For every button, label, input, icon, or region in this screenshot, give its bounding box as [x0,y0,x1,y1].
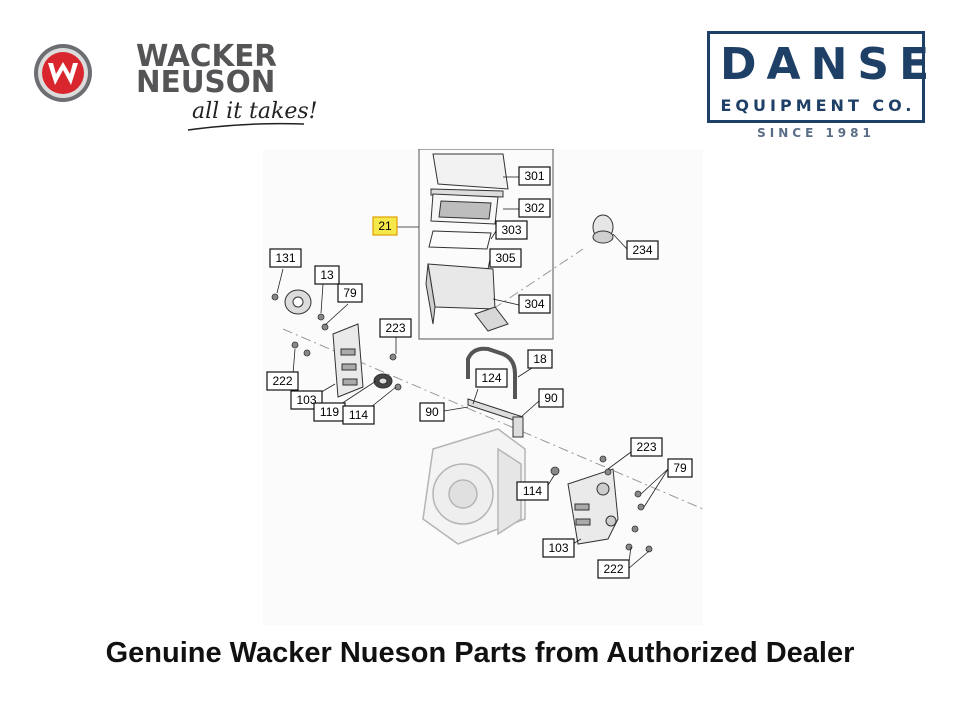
callout-box [597,559,630,579]
callout-label: 304 [524,297,544,311]
callout-label: 234 [632,243,652,257]
callout-box [516,481,549,501]
wacker-neuson-w-icon [34,44,92,102]
air-filter-housing [425,263,509,332]
callout-222: 222 [266,371,299,391]
callout-box [518,198,551,218]
callout-label: 79 [343,286,357,300]
callout-box [630,437,663,457]
axis-line-2 [492,248,584,310]
air-filter-element [430,193,499,225]
callout-103: 103 [542,538,575,558]
danse-logo: DANSE EQUIPMENT CO. [707,31,940,123]
callout-305: 305 [489,248,522,268]
callout-234: 234 [626,240,659,260]
mounting-bracket-right [567,468,619,545]
callout-box [527,349,553,369]
axis-line [282,328,703,510]
callout-119: 119 [313,402,346,422]
callout-box [518,294,551,314]
air-filter-cover [430,153,509,198]
callout-box [269,248,302,268]
callout-box [475,368,508,388]
callout-label: 302 [524,201,544,215]
cable-bracket [467,398,524,438]
callout-label: 131 [275,251,295,265]
air-filter-gasket [428,230,492,250]
callout-124: 124 [475,368,508,388]
callout-label: 103 [548,541,568,555]
callout-box [314,265,340,285]
callout-label: 305 [495,251,515,265]
callout-90: 90 [419,402,445,422]
callout-304: 304 [518,294,551,314]
callout-label: 114 [349,408,368,422]
callout-label: 303 [501,223,521,237]
callout-label: 90 [544,391,558,405]
engine-block [422,428,526,545]
callout-301: 301 [518,166,551,186]
callout-label: 119 [320,405,339,419]
callout-302: 302 [518,198,551,218]
callout-90: 90 [538,388,564,408]
callout-label: 223 [636,440,656,454]
callout-303: 303 [495,220,528,240]
callout-18: 18 [527,349,553,369]
callout-box [419,402,445,422]
callout-box [266,371,299,391]
callout-label: 90 [425,405,439,419]
pulley [284,289,312,315]
callout-box [667,458,693,478]
callout-223: 223 [630,437,663,457]
danse-name: DANSE [720,39,940,90]
callout-114: 114 [342,405,375,425]
callout-label: 222 [603,562,623,576]
dealer-caption: Genuine Wacker Nueson Parts from Authori… [105,637,855,669]
callout-223: 223 [379,318,412,338]
danse-since: SINCE 1981 [757,126,875,140]
callout-box [489,248,522,268]
callout-box [538,388,564,408]
callout-label: 103 [296,393,316,407]
seal-ring [373,373,393,389]
callout-79: 79 [667,458,693,478]
brand-line-1: WACKER [136,39,277,74]
callout-114: 114 [516,481,549,501]
callout-box [626,240,659,260]
callout-label: 114 [523,484,542,498]
brand-tagline: all it takes! [192,99,318,124]
callout-box [495,220,528,240]
callout-box [372,216,398,236]
callout-131: 131 [269,248,302,268]
callout-label: 124 [481,371,501,385]
danse-subtitle: EQUIPMENT CO. [720,96,916,115]
callout-box [542,538,575,558]
callout-13: 13 [314,265,340,285]
wacker-neuson-wordmark: WACKER NEUSON all it takes! [136,39,318,131]
callout-79: 79 [337,283,363,303]
cable [466,346,517,399]
callout-label: 222 [272,374,292,388]
callout-box [337,283,363,303]
callout-label: 301 [524,169,544,183]
bolts-left [271,293,402,391]
callout-box [518,166,551,186]
callout-label: 79 [673,461,687,475]
cylindrical-part [592,214,614,244]
callout-box [379,318,412,338]
callout-label: 18 [533,352,547,366]
callout-21: 21 [372,216,398,236]
brand-line-2: NEUSON [136,65,276,100]
callout-label: 13 [320,268,334,282]
callout-label: 21 [378,219,392,233]
mounting-bracket-left [332,323,364,398]
callout-box [342,405,375,425]
callout-label: 223 [385,321,405,335]
filter-group-frame [418,149,554,340]
tagline-underline [187,122,305,131]
bolts-right [550,455,653,553]
callout-222: 222 [597,559,630,579]
